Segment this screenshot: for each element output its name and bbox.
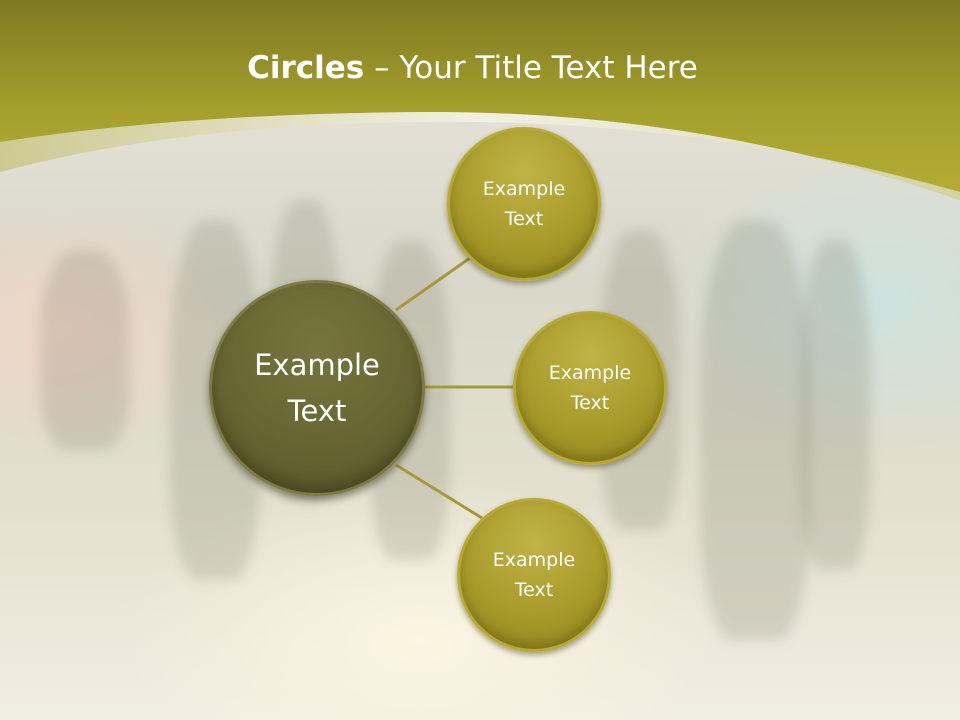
slide-title: Circles – Your Title Text Here xyxy=(0,50,945,86)
title-bold: Circles xyxy=(247,50,365,86)
outer-circle-text: Example Text xyxy=(482,178,566,230)
center-circle[interactable]: Example Text xyxy=(209,280,425,496)
crowd-silhouette xyxy=(700,220,810,640)
header-band xyxy=(0,0,960,200)
title-rest: – Your Title Text Here xyxy=(364,50,698,86)
outer-circle-text: Example Text xyxy=(492,549,576,601)
outer-circle-text: Example Text xyxy=(548,362,632,414)
crowd-silhouette xyxy=(800,240,870,570)
outer-circle-middle[interactable]: Example Text xyxy=(513,311,667,465)
outer-circle-top[interactable]: Example Text xyxy=(447,127,601,281)
crowd-silhouette xyxy=(40,250,130,450)
center-circle-text: Example Text xyxy=(254,348,380,428)
outer-circle-bottom[interactable]: Example Text xyxy=(457,498,611,652)
